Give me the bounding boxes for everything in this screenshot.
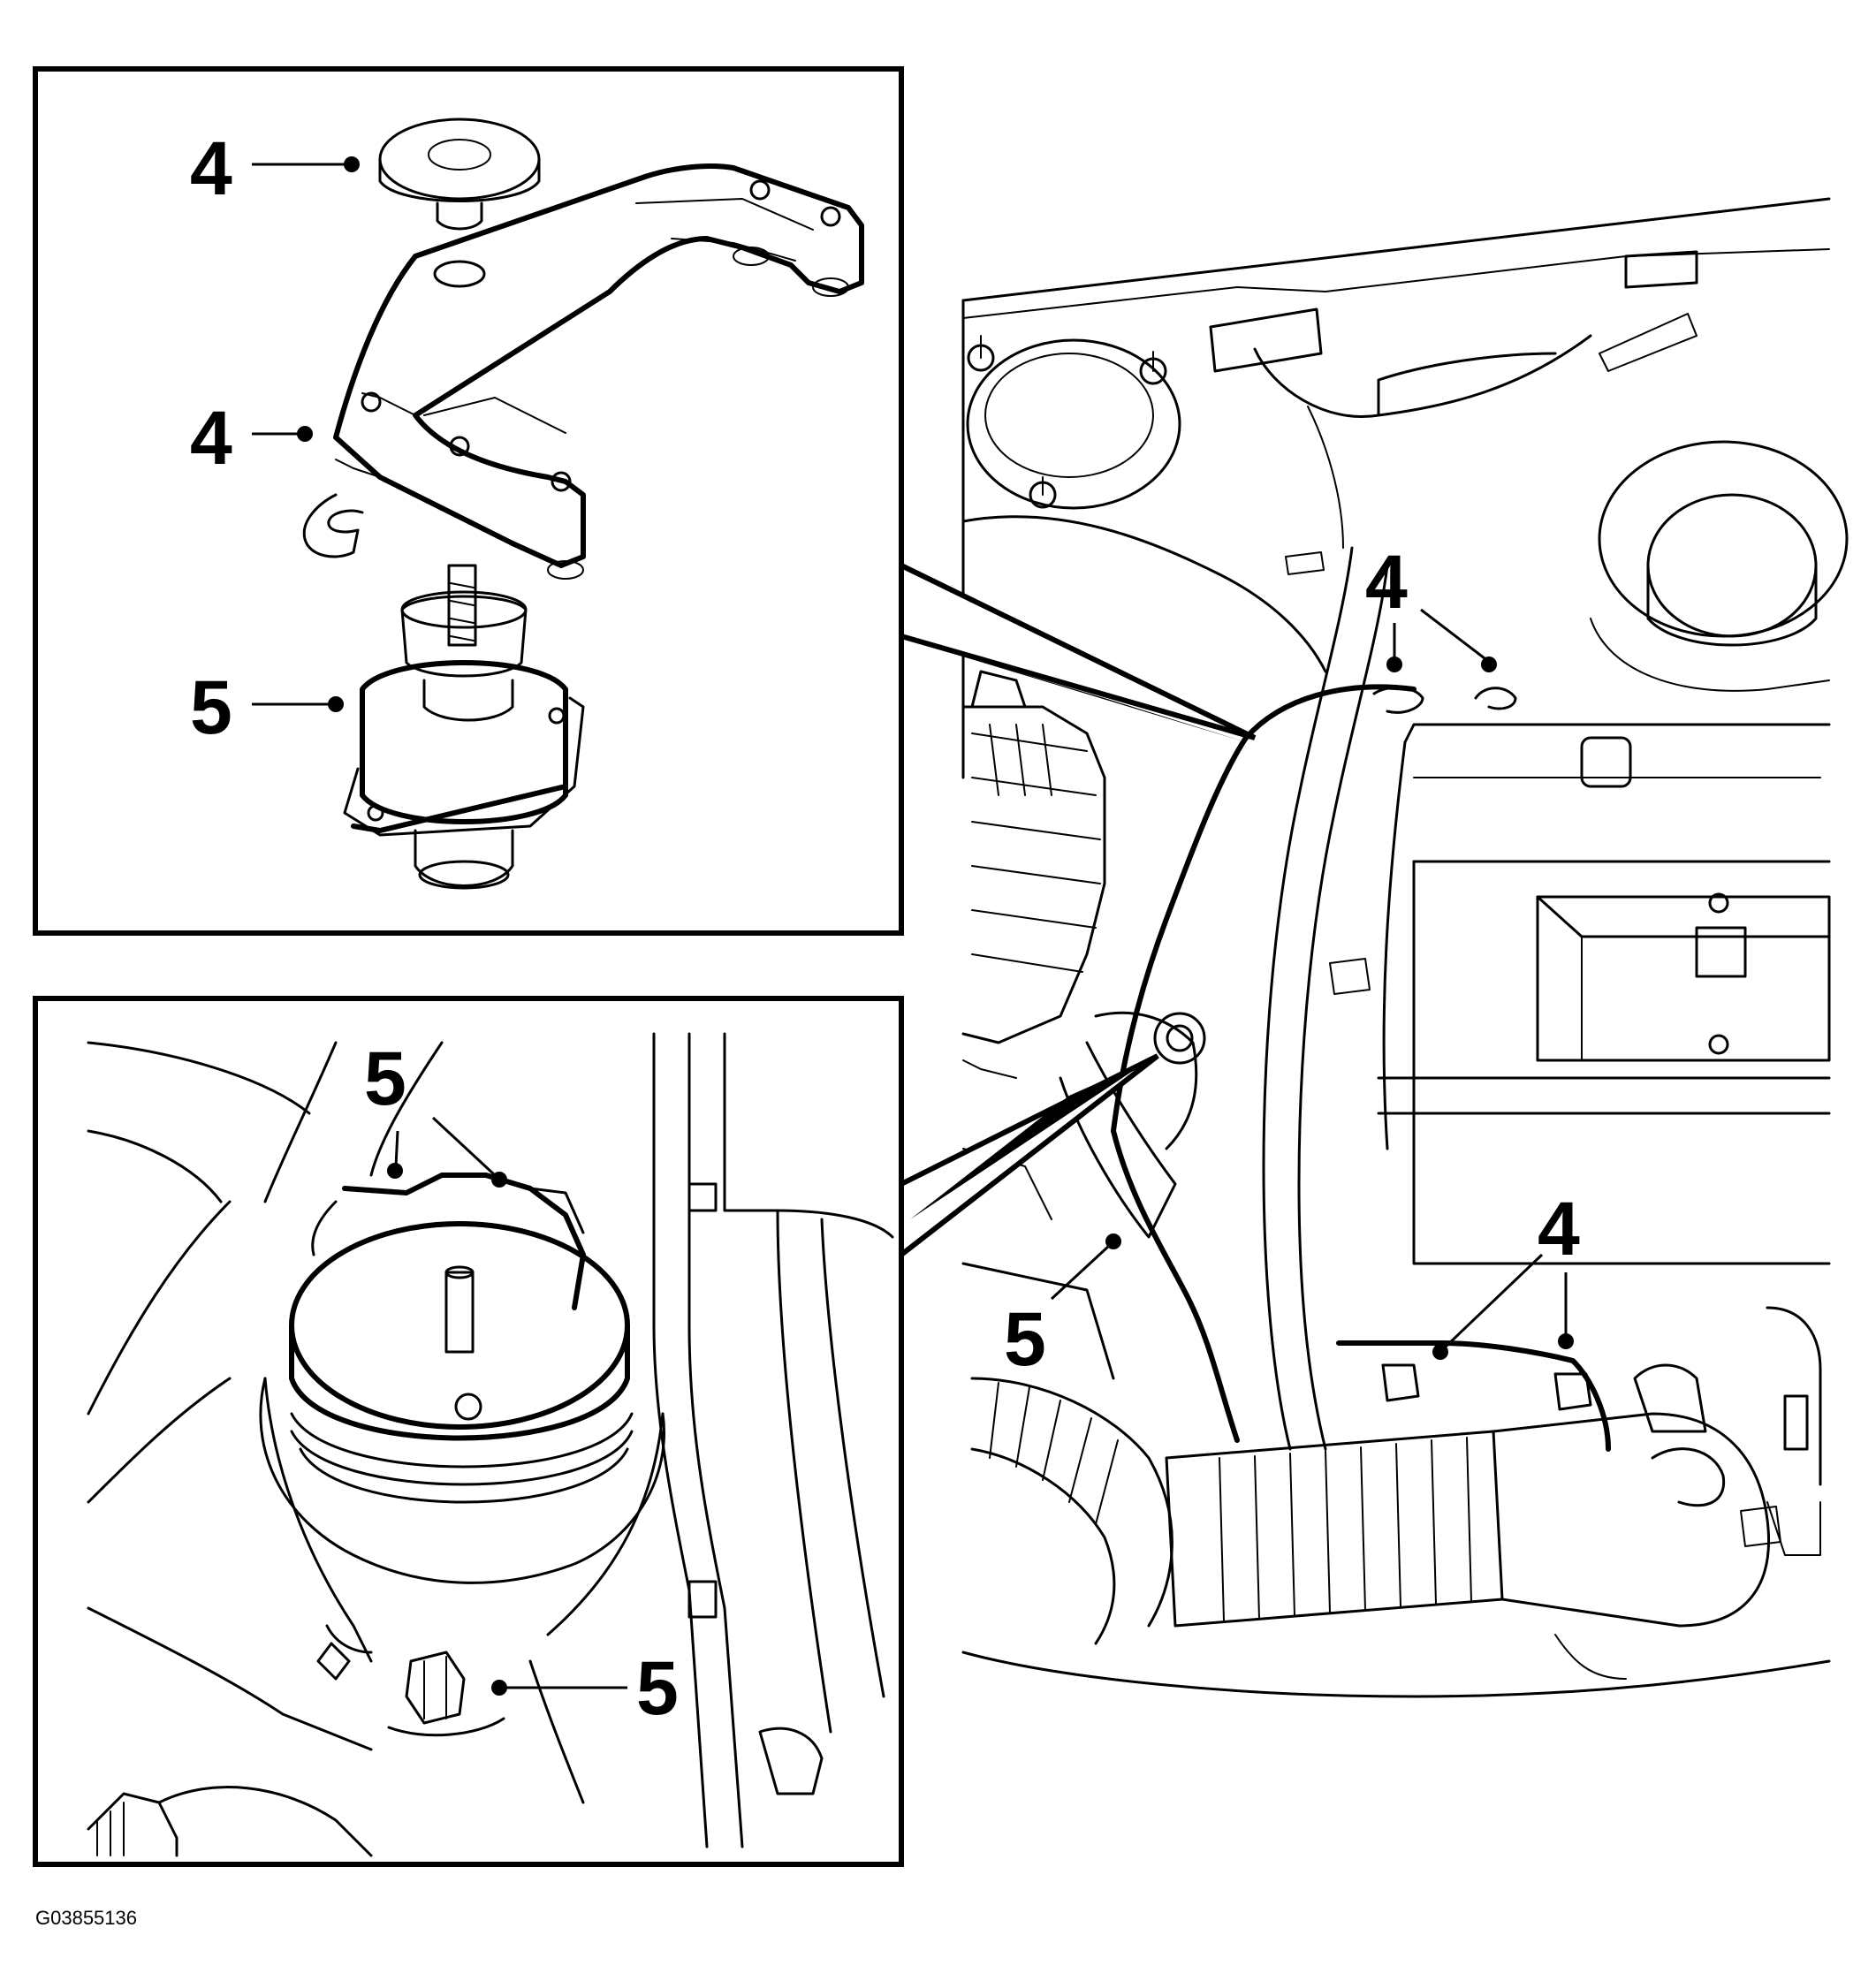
zoom-pointers: [899, 561, 1257, 1261]
cap-part: [378, 118, 541, 231]
callout-number: 5: [1004, 1297, 1046, 1382]
callout-inset-top-3: 5: [190, 665, 344, 750]
mount-closeup: [87, 1032, 894, 1857]
callout-inset-bottom-top: 5: [364, 1036, 507, 1188]
bracket-part: [302, 163, 864, 580]
callout-number: 4: [1365, 540, 1408, 625]
callout-number: 4: [190, 396, 232, 481]
inset-bottom: 5 5: [33, 996, 904, 1867]
callout-number: 4: [190, 126, 232, 211]
engine-mount-part: [343, 564, 585, 890]
callout-number: 5: [636, 1646, 679, 1731]
callout-number: 5: [364, 1036, 406, 1121]
engine-bay-view: [961, 197, 1849, 1698]
callout-main-upper: 4: [1365, 540, 1497, 672]
callout-inset-top-1: 4: [190, 126, 360, 211]
figure-id: G03855136: [35, 1907, 137, 1929]
inset-top: 4 4 5: [33, 66, 904, 936]
callout-number: 5: [190, 665, 232, 750]
callout-number: 4: [1538, 1187, 1580, 1271]
callout-main-left: 5: [1004, 1233, 1121, 1382]
callout-inset-top-2: 4: [190, 396, 313, 481]
callout-inset-bottom-bottom: 5: [491, 1646, 679, 1731]
callout-main-lower: 4: [1432, 1187, 1580, 1360]
